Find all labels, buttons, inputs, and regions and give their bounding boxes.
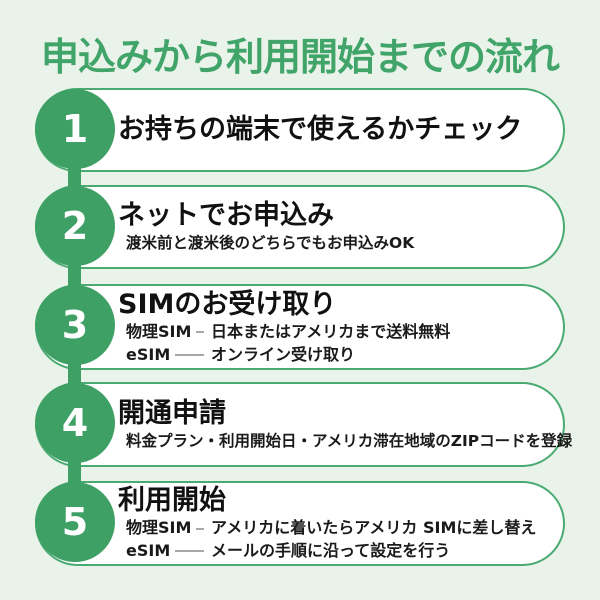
detail-label-wrap: 物理SIM [126, 321, 205, 343]
step-heading: お持ちの端末で使えるかチェック [118, 114, 523, 146]
step-item-5: 5 利用開始 物理SIM アメリカに着いたらアメリカ SIMに差し替え eSIM… [35, 481, 565, 566]
step-number: 1 [61, 107, 89, 151]
leader-line [196, 331, 205, 334]
detail-row: 物理SIM 日本またはアメリカまで送料無料 [118, 322, 555, 343]
step-number-badge: 4 [35, 383, 115, 463]
leader-line [175, 353, 204, 356]
step-heading: 開通申請 [118, 397, 226, 429]
step-pill [35, 88, 565, 172]
step-item-4: 4 開通申請 料金プラン・利用開始日・アメリカ滞在地域のZIPコードを登録 [35, 382, 573, 467]
step-item-3: 3 SIMのお受け取り 物理SIM 日本またはアメリカまで送料無料 eSIM オ… [35, 284, 565, 370]
leader-line [175, 550, 204, 553]
step-heading: 利用開始 [118, 485, 226, 517]
step-subtext: 渡米前と渡米後のどちらでもお申込みOK [126, 234, 415, 253]
leader-line [196, 527, 205, 530]
step-number: 4 [61, 401, 89, 445]
detail-label: eSIM [126, 344, 171, 364]
step-number: 5 [61, 500, 89, 544]
step-item-1: 1 お持ちの端末で使えるかチェック [35, 88, 565, 172]
detail-label-wrap: eSIM [126, 541, 204, 562]
detail-row: eSIM オンライン受け取り [118, 345, 555, 366]
detail-desc: オンライン受け取り [211, 344, 356, 364]
detail-row: 物理SIM アメリカに着いたらアメリカ SIMに差し替え [118, 518, 555, 539]
detail-label-wrap: eSIM [126, 345, 204, 366]
detail-label: 物理SIM [126, 518, 192, 538]
step-heading: ネットでお申込み [118, 200, 334, 232]
step-subtext: 料金プラン・利用開始日・アメリカ滞在地域のZIPコードを登録 [126, 431, 573, 450]
detail-label: eSIM [126, 541, 171, 561]
page-title: 申込みから利用開始までの流れ [40, 35, 560, 79]
detail-row: eSIM メールの手順に沿って設定を行う [118, 541, 555, 562]
step-heading: SIMのお受け取り [118, 288, 337, 320]
detail-label: 物理SIM [126, 321, 192, 341]
step-number-badge: 1 [35, 89, 115, 169]
step-number: 3 [61, 303, 89, 347]
step-number-badge: 2 [35, 186, 115, 266]
step-number-badge: 3 [35, 285, 115, 365]
step-number-badge: 5 [35, 482, 115, 562]
step-pill [35, 284, 565, 370]
step-content: 開通申請 料金プラン・利用開始日・アメリカ滞在地域のZIPコードを登録 [118, 382, 573, 467]
detail-desc: メールの手順に沿って設定を行う [211, 541, 451, 561]
step-item-2: 2 ネットでお申込み 渡米前と渡米後のどちらでもお申込みOK [35, 185, 565, 269]
step-pill [35, 481, 565, 566]
step-content: ネットでお申込み 渡米前と渡米後のどちらでもお申込みOK [118, 185, 555, 269]
step-content: お持ちの端末で使えるかチェック [118, 88, 555, 172]
step-pill [35, 382, 565, 467]
step-content: 利用開始 物理SIM アメリカに着いたらアメリカ SIMに差し替え eSIM メ… [118, 481, 555, 566]
detail-desc: 日本またはアメリカまで送料無料 [211, 321, 451, 341]
detail-desc: アメリカに着いたらアメリカ SIMに差し替え [211, 518, 537, 538]
step-number: 2 [61, 204, 89, 248]
step-content: SIMのお受け取り 物理SIM 日本またはアメリカまで送料無料 eSIM オンラ… [118, 284, 555, 370]
detail-label-wrap: 物理SIM [126, 518, 205, 539]
